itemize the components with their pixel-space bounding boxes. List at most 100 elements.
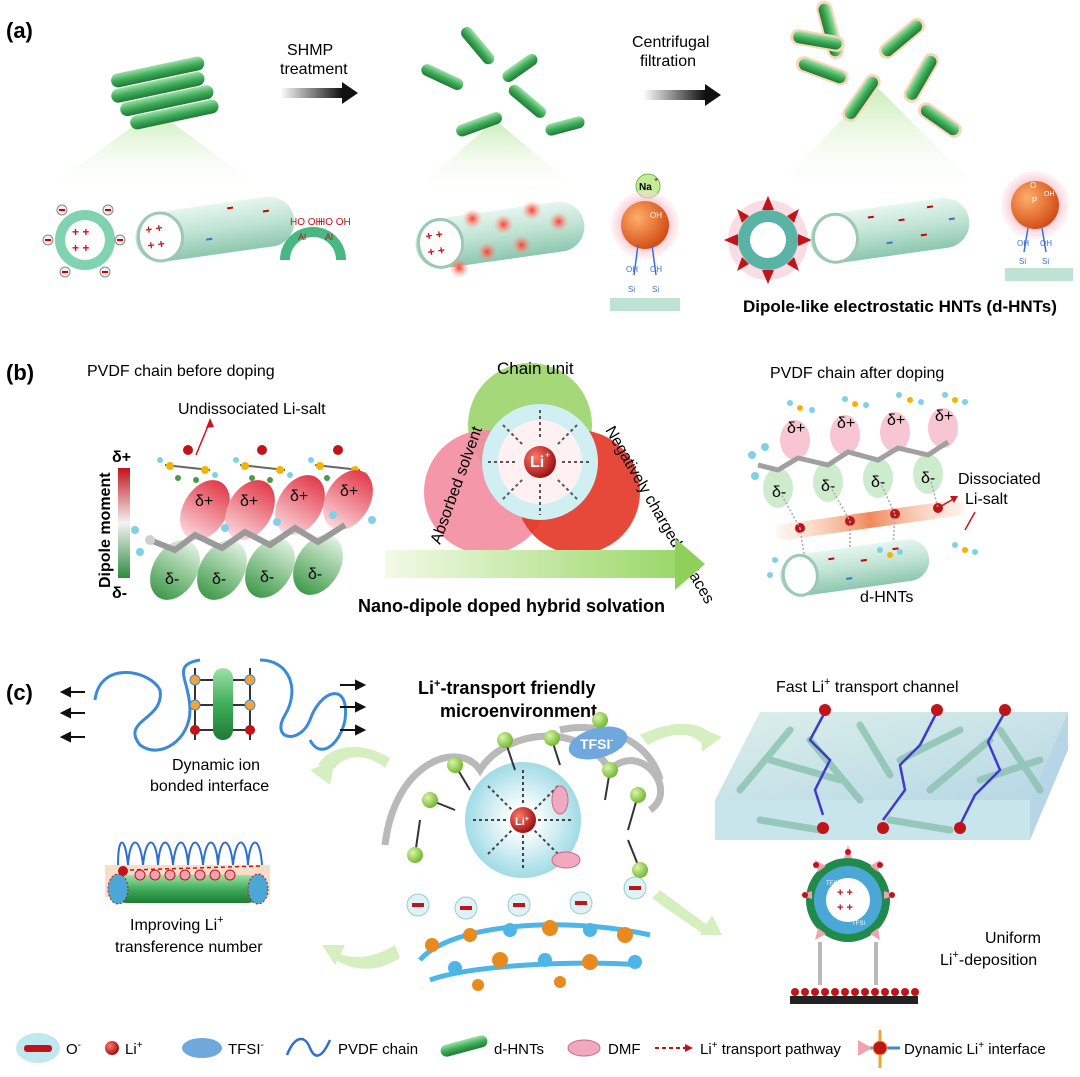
li-transport-beam — [775, 477, 965, 561]
si-label-1: Si — [628, 285, 635, 294]
svg-text:+ +: + + — [427, 243, 446, 259]
dhnt-caption: Dipole-like electrostatic HNTs (d-HNTs) — [743, 297, 1057, 316]
pvdf-chain-before — [131, 470, 376, 600]
after-dminus-3: δ- — [871, 474, 885, 491]
improve-label-2: transference number — [115, 939, 263, 956]
panel-c-letter: (c) — [6, 680, 33, 705]
transference-illustration — [105, 841, 270, 905]
dhnt-long-tube — [810, 197, 970, 264]
c-arrows — [310, 723, 722, 969]
before-doping-title: PVDF chain before doping — [87, 363, 275, 380]
before-dminus-4: δ- — [308, 566, 322, 583]
after-dplus-2: δ+ — [837, 415, 855, 432]
p-label: P — [1032, 196, 1037, 205]
legend-li: Li+ — [125, 1040, 143, 1058]
dispersed-tubes — [421, 26, 585, 137]
si-label-2: Si — [652, 285, 659, 294]
na-label: Na — [639, 182, 652, 193]
improve-label-1: Improving Li+ — [130, 914, 224, 934]
dynamic-label-2: bonded interface — [150, 778, 269, 795]
dipole-minus: δ- — [112, 585, 127, 602]
tfsi-label: TFSI- — [580, 735, 613, 752]
hybrid-solvation-arrow — [385, 538, 705, 590]
svg-text:+ +: + + — [72, 225, 89, 239]
center-title-line1: Li+-transport friendly — [418, 678, 595, 698]
tfsi-ellipse — [568, 726, 628, 760]
oh-label-6: OH — [1040, 239, 1052, 248]
after-dplus-1: δ+ — [787, 420, 805, 437]
before-dplus-1: δ+ — [195, 493, 213, 510]
before-dminus-2: δ- — [212, 571, 226, 588]
uniform-label-2: Li+-deposition — [940, 949, 1037, 969]
dhnt-tube-after — [767, 539, 978, 597]
svg-text:+ +: + + — [147, 236, 166, 252]
after-dplus-3: δ+ — [887, 412, 905, 429]
panel-b-letter: (b) — [6, 360, 34, 385]
undissociated-arrowhead — [206, 418, 214, 428]
undissociated-label: Undissociated Li-salt — [178, 401, 326, 418]
venn-chain-unit: Chain unit — [497, 359, 574, 378]
dipole-axis-label: Dipole moment — [97, 472, 114, 588]
before-dminus-1: δ- — [165, 571, 179, 588]
shmp-molecule: Na + OH OH OH Si Si — [610, 173, 680, 311]
uniform-label-1: Uniform — [985, 930, 1041, 947]
legend-dhnt-icon — [440, 1035, 488, 1057]
legend-li-icon — [105, 1041, 119, 1055]
center-title-line2: microenvironment — [440, 701, 597, 721]
before-dminus-3: δ- — [260, 569, 274, 586]
venn-center-sup: + — [545, 450, 550, 460]
oh-label-5: OH — [1017, 239, 1029, 248]
center-li-label: Li+ — [515, 816, 529, 828]
legend-dmf-icon — [567, 1039, 601, 1057]
dissociated-label-1: Dissociated — [958, 471, 1041, 488]
before-dplus-4: δ+ — [340, 483, 358, 500]
legend-interface-icon — [858, 1030, 900, 1068]
dhnt-molecule: O P OH OH OH Si Si — [1001, 171, 1073, 281]
panel-b: (b) PVDF chain before doping Undissociat… — [6, 359, 1041, 616]
tfsi-small-2: TFSI — [852, 921, 865, 927]
legend-pvdf-icon — [285, 1037, 332, 1057]
after-dminus-4: δ- — [921, 470, 935, 487]
svg-text:Al: Al — [325, 232, 333, 242]
arrow-filtration — [643, 84, 721, 106]
panel-a-letter: (a) — [6, 18, 33, 43]
tfsi-small-1: TFSI — [826, 881, 839, 887]
before-dplus-3: δ+ — [290, 488, 308, 505]
dhnts-label-b: d-HNTs — [860, 589, 913, 606]
oh-label-1: OH — [650, 211, 662, 220]
dissociated-label-2: Li-salt — [965, 491, 1008, 508]
dhnt-tubes — [790, 0, 962, 138]
svg-text:+ +: + + — [72, 241, 89, 255]
dipole-plus: δ+ — [112, 449, 131, 466]
legend-dhnts: d-HNTs — [494, 1041, 544, 1058]
step2-label-1: Centrifugal — [632, 34, 709, 51]
panel-c: (c) Li+-transport friendly microenvironm… — [6, 658, 1068, 1004]
salts-after-top — [787, 392, 968, 413]
fast-channel-slab — [715, 704, 1068, 840]
pvdf-chain-after — [748, 408, 958, 508]
oh-label-3: OH — [650, 265, 662, 274]
dhnt-cross-section — [724, 196, 812, 284]
svg-text:Al: Al — [298, 232, 306, 242]
cone-3 — [770, 85, 985, 195]
tube-bundle — [111, 56, 219, 130]
uniform-deposition: + + + + — [790, 845, 919, 1004]
si-label-4: Si — [1042, 257, 1049, 266]
legend-tfsi: TFSI- — [228, 1040, 264, 1058]
after-dplus-4: δ+ — [935, 408, 953, 425]
dynamic-interface-illustration — [59, 658, 367, 752]
after-doping-title: PVDF chain after doping — [770, 365, 944, 382]
microenvironment-center — [381, 712, 665, 991]
hybrid-solvation-caption: Nano-dipole doped hybrid solvation — [358, 596, 665, 616]
dissociated-arrow — [964, 511, 976, 531]
venn-diagram — [424, 363, 640, 554]
after-dminus-2: δ- — [821, 478, 835, 495]
arrow-shmp — [280, 82, 358, 104]
o-label: O — [1030, 181, 1036, 190]
panel-a: (a) SHMP treatment — [6, 0, 1073, 316]
legend-tfsi-icon — [182, 1038, 222, 1058]
al-oh-fragment: HO OH HO OH Al Al — [280, 217, 351, 261]
svg-text:+ +: + + — [837, 902, 853, 914]
svg-text:HO OH: HO OH — [290, 217, 323, 228]
li-salt-molecules — [157, 445, 368, 483]
